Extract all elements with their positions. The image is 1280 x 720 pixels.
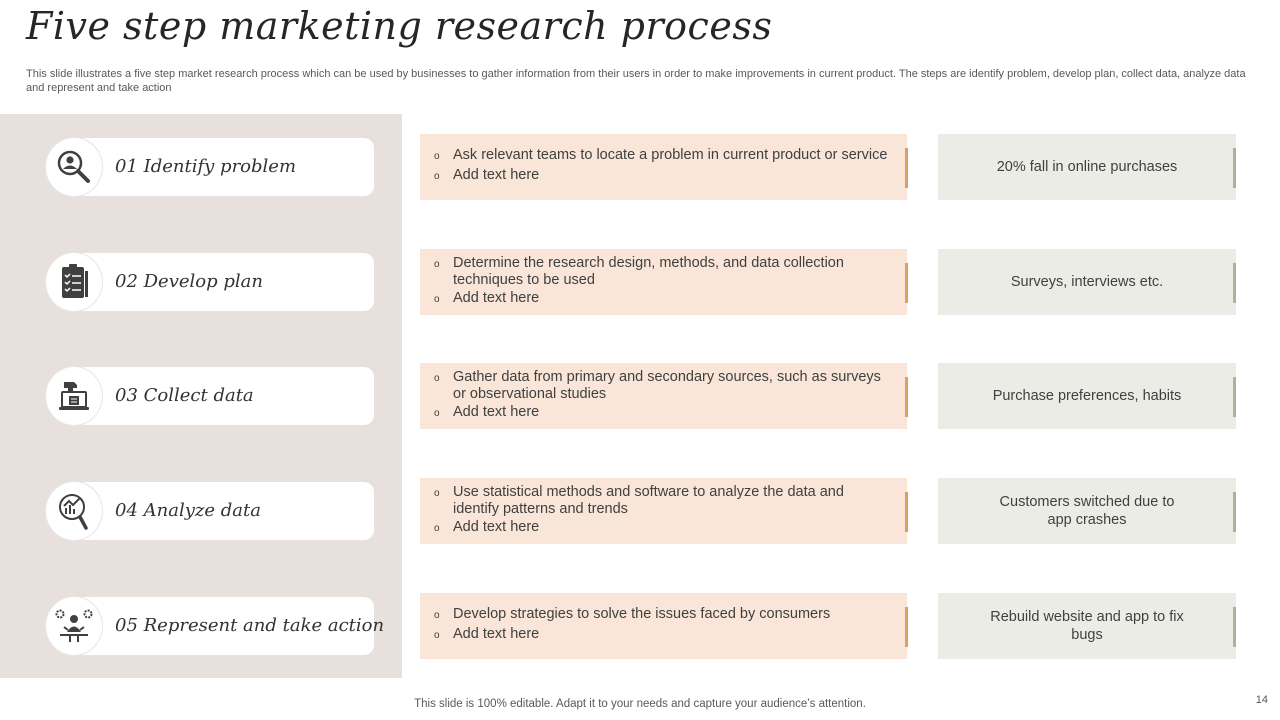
bullet-circle-icon: o — [434, 487, 440, 499]
laptop-data-icon — [46, 367, 102, 425]
bullet-circle-icon: o — [434, 151, 440, 162]
bullet-text: Gather data from primary and secondary s… — [453, 368, 881, 403]
bullet-circle-icon: o — [434, 258, 440, 270]
bullet-text: Add text here — [453, 167, 540, 183]
bullet-item: o Develop strategies to solve the issues … — [434, 606, 893, 626]
page-number: 14 — [1255, 694, 1268, 706]
step-label: 03 Collect data — [115, 385, 254, 406]
bullet-circle-icon: o — [434, 630, 440, 641]
bullet-circle-icon: o — [434, 522, 440, 534]
bullet-text: Determine the research design, methods, … — [453, 254, 844, 289]
bullet-text: Add text here — [453, 403, 540, 420]
bullet-circle-icon: o — [434, 293, 440, 305]
analytics-magnifier-icon — [46, 482, 102, 540]
step-description-4: o Use statistical methods and software to… — [420, 478, 908, 544]
bullet-text: Add text here — [453, 518, 540, 535]
step-description-2: o Determine the research design, methods,… — [420, 249, 908, 315]
bullet-text: Develop strategies to solve the issues f… — [453, 606, 831, 622]
presenter-gears-icon — [46, 597, 102, 655]
bullet-item: o Add text here — [434, 519, 893, 539]
bullet-item: o Ask relevant teams to locate a problem … — [434, 147, 893, 167]
bullet-item: o Add text here — [434, 626, 893, 646]
bullet-item: o Add text here — [434, 290, 893, 310]
bullet-circle-icon: o — [434, 610, 440, 621]
bullet-item: o Add text here — [434, 404, 893, 424]
step-pill-3: 03 Collect data — [46, 367, 374, 425]
step-label: 01 Identify problem — [115, 156, 297, 177]
bullet-item: o Determine the research design, methods,… — [434, 255, 893, 290]
step-pill-4: 04 Analyze data — [46, 482, 374, 540]
checklist-icon — [46, 253, 102, 311]
step-description-5: o Develop strategies to solve the issues … — [420, 593, 908, 659]
step-pill-5: 05 Represent and take action — [46, 597, 384, 655]
step-pill-2: 02 Develop plan — [46, 253, 374, 311]
step-description-3: o Gather data from primary and secondary … — [420, 363, 908, 429]
step-note-3: Purchase preferences, habits — [938, 363, 1236, 429]
footer-text: This slide is 100% editable. Adapt it to… — [414, 698, 866, 710]
step-pill-1: 01 Identify problem — [46, 138, 374, 196]
step-label: 02 Develop plan — [115, 271, 263, 292]
bullet-text: Add text here — [453, 626, 540, 642]
bullet-text: Ask relevant teams to locate a problem i… — [453, 147, 888, 163]
bullet-item: o Add text here — [434, 167, 893, 187]
bullet-item: o Gather data from primary and secondary … — [434, 369, 893, 404]
step-description-1: o Ask relevant teams to locate a problem … — [420, 134, 908, 200]
step-label: 05 Represent and take action — [115, 615, 385, 636]
step-label: 04 Analyze data — [115, 500, 261, 521]
slide-subtitle: This slide illustrates a five step marke… — [26, 68, 1246, 94]
step-note-2: Surveys, interviews etc. — [938, 249, 1236, 315]
search-user-icon — [46, 138, 102, 196]
slide-title: Five step marketing research process — [26, 4, 773, 48]
step-note-1: 20% fall in online purchases — [938, 134, 1236, 200]
bullet-text: Use statistical methods and software to … — [453, 483, 844, 518]
bullet-text: Add text here — [453, 289, 540, 306]
bullet-circle-icon: o — [434, 407, 440, 419]
bullet-circle-icon: o — [434, 171, 440, 182]
step-note-4: Customers switched due to app crashes — [938, 478, 1236, 544]
bullet-item: o Use statistical methods and software to… — [434, 484, 893, 519]
step-note-5: Rebuild website and app to fix bugs — [938, 593, 1236, 659]
bullet-circle-icon: o — [434, 372, 440, 384]
